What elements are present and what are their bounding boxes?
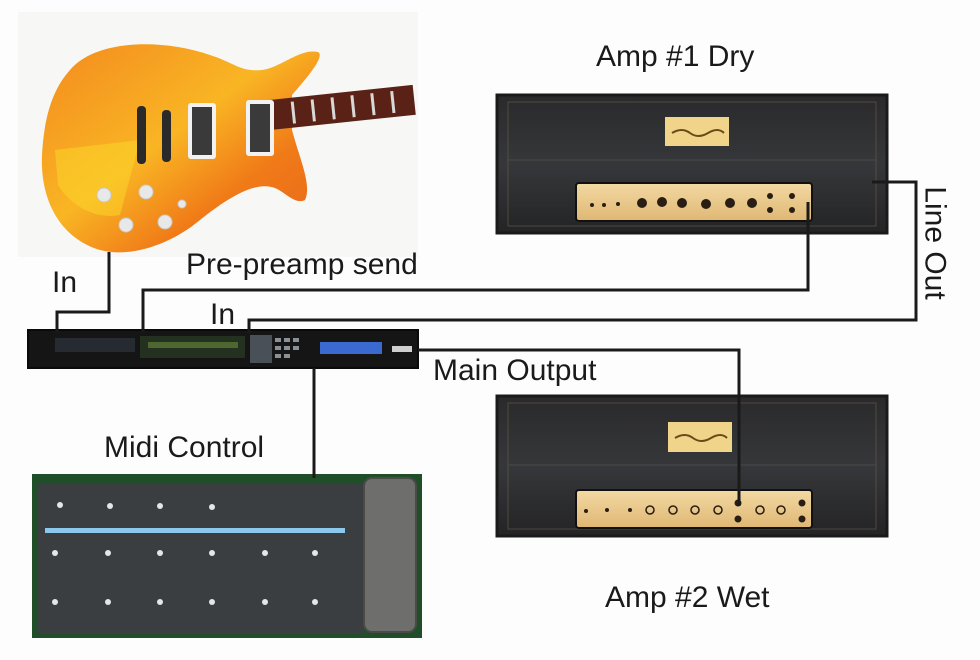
cable-pre-preamp-send: [141, 202, 810, 332]
rack-processor-image: [27, 329, 419, 369]
line-in-label: In: [210, 298, 236, 331]
cable-guitar-in: [55, 252, 111, 332]
main-output-label: Main Output: [433, 354, 597, 387]
midi-control-label: Midi Control: [104, 431, 265, 464]
guitar-fretboard: [268, 84, 416, 130]
guitar-pickup-slot-1: [137, 106, 146, 164]
guitar-knobs: [96, 184, 187, 233]
amp2-image: [495, 394, 889, 538]
amp1-control-panel: [575, 182, 813, 222]
guitar-image: [41, 44, 416, 253]
pre-preamp-send-label: Pre-preamp send: [186, 248, 418, 281]
amp1-label: Amp #1 Dry: [596, 40, 755, 73]
guitar-pickup-slot-2: [162, 110, 171, 162]
guitar-in-label: In: [52, 266, 78, 299]
line-out-label: Line Out: [918, 186, 952, 300]
cable-line-out: [247, 180, 918, 333]
amp2-label: Amp #2 Wet: [605, 581, 770, 614]
guitar-flame-top: [55, 140, 140, 216]
midi-controller-image: [32, 474, 422, 638]
cables: [55, 180, 918, 506]
amp1-image: [495, 93, 889, 235]
cable-main-output: [418, 348, 741, 506]
amp2-control-panel: [575, 489, 813, 529]
